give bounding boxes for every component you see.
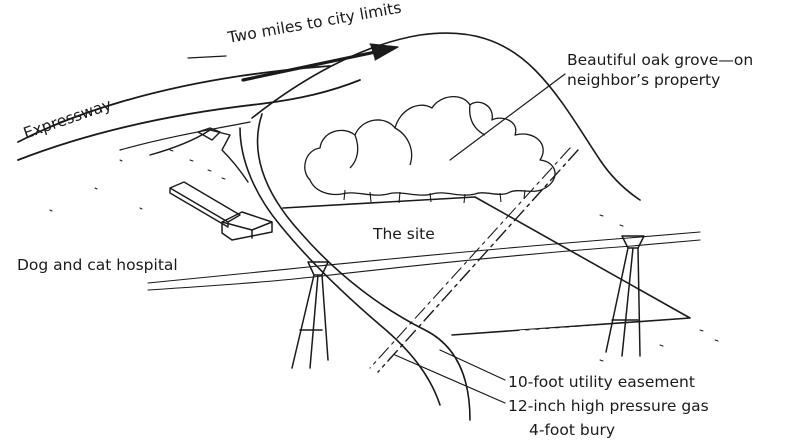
expressway-edge-inner <box>119 121 251 151</box>
easement-label: 10-foot utility easement <box>508 373 695 391</box>
power-line-upper <box>147 231 701 284</box>
site-boundary-dashed-right <box>579 257 651 299</box>
site-boundary-dashed-bottom <box>519 325 601 332</box>
hospital-kennel-run <box>169 181 241 228</box>
bury-depth-label: 4-foot bury <box>529 421 616 439</box>
power-line-lower <box>147 239 701 291</box>
gas-leader-line <box>394 354 506 404</box>
tower-right <box>605 235 645 357</box>
interchange-ramp <box>149 129 249 183</box>
interchange-bridge <box>197 127 221 141</box>
oak-grove-label-line1: Beautiful oak grove—on <box>567 51 754 69</box>
oak-grove-label: Beautiful oak grove—on neighbor’s proper… <box>567 50 753 90</box>
expressway-edge-upper <box>17 65 331 143</box>
gas-line-label: 12-inch high pressure gas <box>508 397 709 415</box>
easement-line-b <box>369 147 571 369</box>
road-right-edge <box>256 113 471 421</box>
hill-outline <box>251 32 641 201</box>
city-limits-arrow-shaft <box>241 48 387 82</box>
oak-grove <box>304 96 556 204</box>
oak-grove-label-line2: neighbor’s property <box>567 71 721 89</box>
easement-leader-line <box>439 349 506 381</box>
road-left-edge <box>239 127 441 406</box>
site-boundary <box>282 196 691 336</box>
city-limits-arrow-head <box>369 43 399 61</box>
oak-leader-line <box>449 73 566 161</box>
tree-trunks <box>343 189 526 204</box>
ground-stipple <box>49 149 719 362</box>
easement-line-a <box>377 149 579 373</box>
arrow-lead-line <box>187 55 227 59</box>
hospital-label: Dog and cat hospital <box>17 256 178 274</box>
site-label: The site <box>373 225 435 243</box>
expressway-edge-lower <box>17 79 361 161</box>
hospital-building <box>221 211 273 241</box>
tower-left <box>291 261 329 369</box>
